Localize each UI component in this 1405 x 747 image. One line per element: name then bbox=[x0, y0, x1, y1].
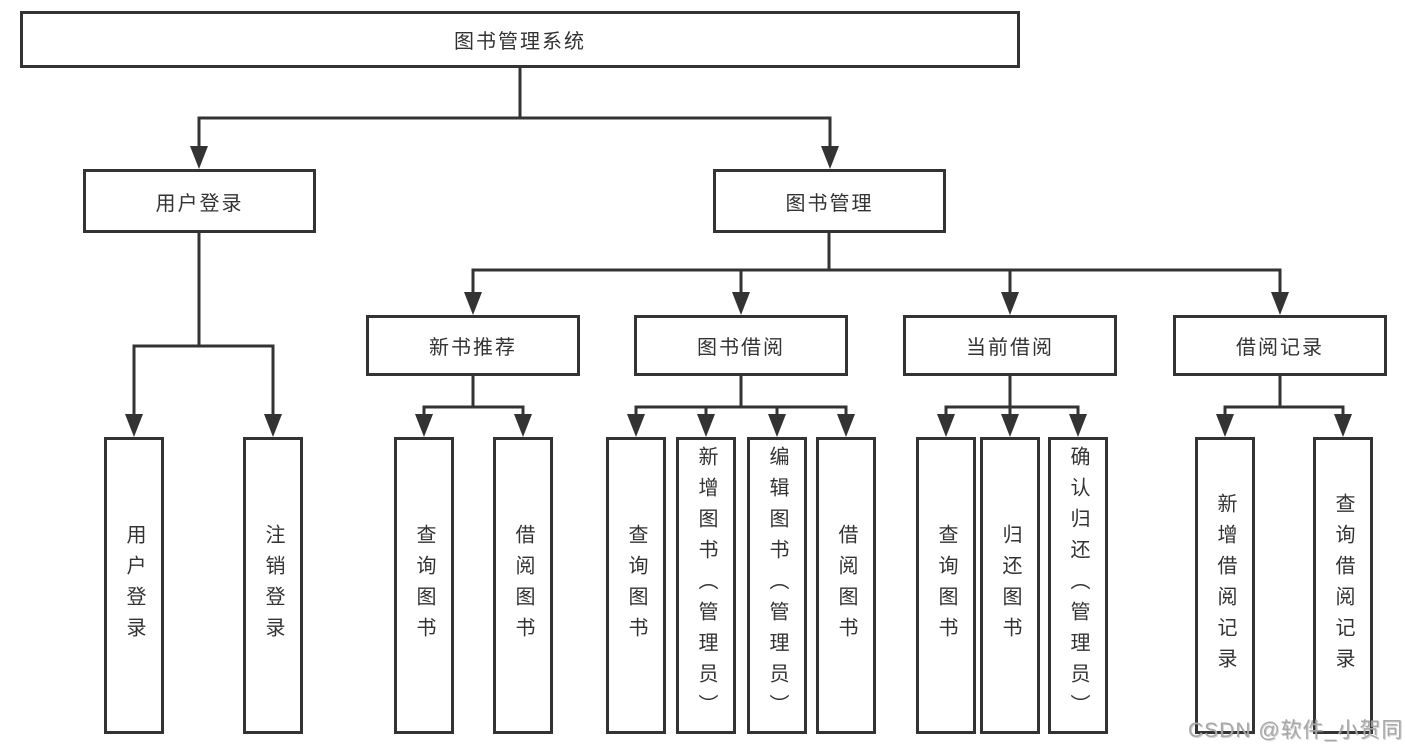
node-label: 编辑图书（管理员） bbox=[766, 446, 788, 725]
node-label: 图书管理 bbox=[785, 192, 874, 215]
node-cb-return-books: 归还图书 bbox=[980, 437, 1040, 734]
node-label: 新书推荐 bbox=[429, 337, 517, 359]
node-label: 归还图书 bbox=[999, 523, 1021, 648]
node-cb-confirm-return-admin: 确认归还（管理员） bbox=[1048, 437, 1108, 734]
node-label: 图书借阅 bbox=[697, 337, 785, 359]
node-label: 确认归还（管理员） bbox=[1067, 446, 1089, 725]
node-book-borrowing: 图书借阅 bbox=[634, 315, 848, 376]
node-nb-query-books: 查询图书 bbox=[394, 437, 454, 734]
node-label: 用户登录 bbox=[155, 192, 244, 215]
node-borrow-records: 借阅记录 bbox=[1173, 315, 1387, 376]
node-cb-query-books: 查询图书 bbox=[916, 437, 976, 734]
node-label: 查询图书 bbox=[413, 523, 435, 648]
node-current-borrowing: 当前借阅 bbox=[903, 315, 1117, 376]
node-label: 注销登录 bbox=[262, 523, 284, 648]
node-label: 当前借阅 bbox=[966, 337, 1054, 359]
node-bb-query-books: 查询图书 bbox=[606, 437, 666, 734]
node-bb-borrow-books: 借阅图书 bbox=[816, 437, 876, 734]
node-label: 查询图书 bbox=[935, 523, 957, 648]
node-label: 借阅图书 bbox=[512, 523, 534, 648]
node-label: 借阅记录 bbox=[1236, 337, 1324, 359]
node-leaf-user-login: 用户登录 bbox=[104, 437, 164, 734]
node-br-add-record: 新增借阅记录 bbox=[1195, 437, 1255, 734]
node-user-login: 用户登录 bbox=[83, 169, 316, 233]
node-nb-borrow-books: 借阅图书 bbox=[493, 437, 553, 734]
node-new-book-recommend: 新书推荐 bbox=[366, 315, 580, 376]
node-book-management: 图书管理 bbox=[713, 169, 946, 233]
csdn-watermark: CSDN @软件_小贺同学 bbox=[1188, 719, 1404, 742]
node-label: 图书管理系统 bbox=[454, 31, 586, 53]
node-label: 查询借阅记录 bbox=[1332, 492, 1354, 679]
node-leaf-logout: 注销登录 bbox=[243, 437, 303, 734]
node-label: 借阅图书 bbox=[835, 523, 857, 648]
node-book-management-system: 图书管理系统 bbox=[20, 11, 1020, 68]
node-bb-edit-books-admin: 编辑图书（管理员） bbox=[747, 437, 807, 734]
node-label: 新增图书（管理员） bbox=[695, 446, 717, 725]
node-bb-add-books-admin: 新增图书（管理员） bbox=[676, 437, 736, 734]
node-label: 用户登录 bbox=[123, 523, 145, 648]
node-label: 新增借阅记录 bbox=[1214, 492, 1236, 679]
node-label: 查询图书 bbox=[625, 523, 647, 648]
node-br-query-record: 查询借阅记录 bbox=[1313, 437, 1373, 734]
